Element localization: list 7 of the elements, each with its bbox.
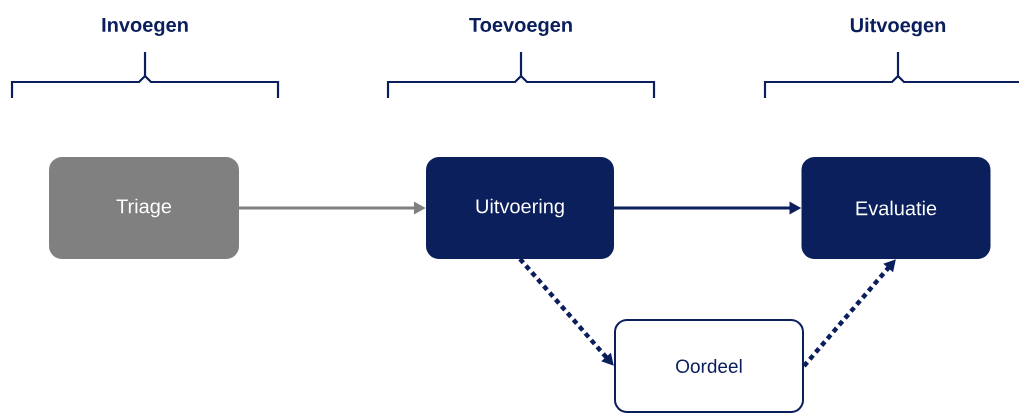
heading: Invoegen (102, 18, 188, 36)
process-box: Oordeel (614, 319, 804, 413)
process-box: Triage (49, 157, 239, 259)
process-box: Uitvoering (426, 157, 614, 259)
heading: Toevoegen (469, 18, 572, 36)
heading: Uitvoegen (850, 17, 946, 37)
process-box: Evaluatie (801, 157, 991, 259)
